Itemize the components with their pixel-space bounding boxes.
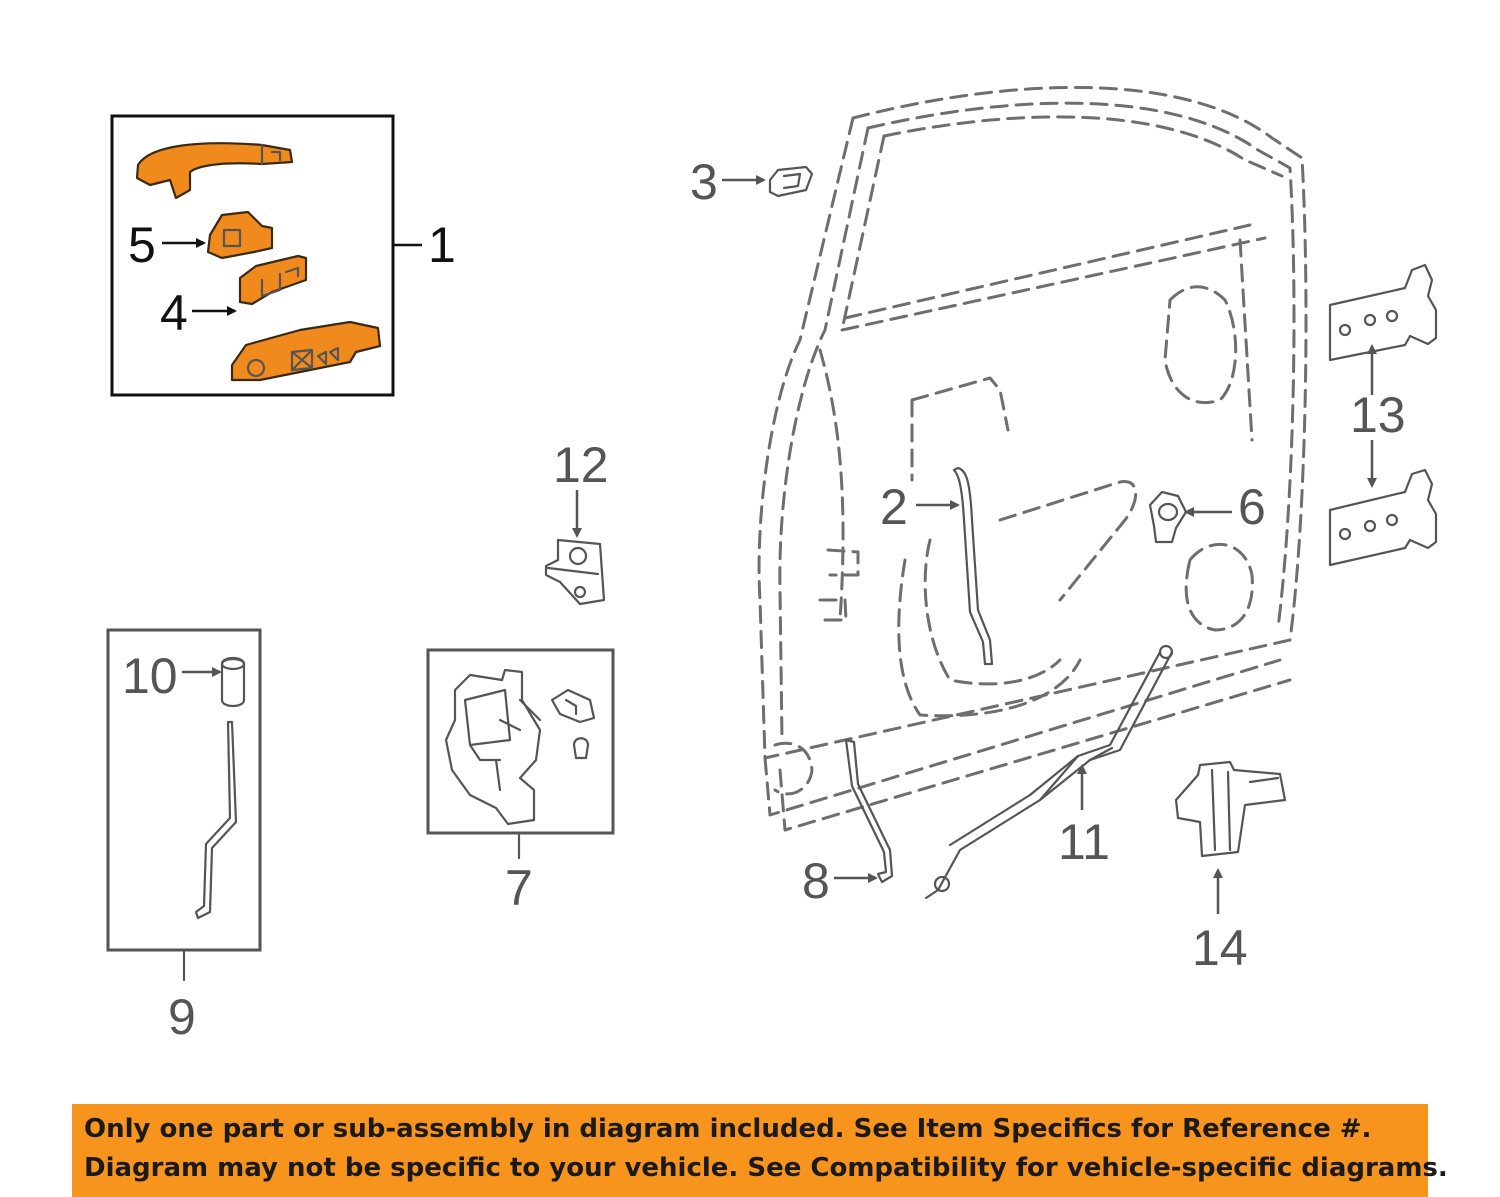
lock-rod-kit-group [106,628,262,982]
callout-3: 3 [690,154,718,210]
latch-grommet-part [572,737,590,760]
callout-14: 14 [1192,920,1248,976]
callout-7: 7 [505,860,533,916]
callout-8: 8 [802,853,830,909]
door-latch-group [426,648,615,860]
callout-9: 9 [168,989,196,1045]
latch-clip-part [550,688,596,724]
handle-assembly-group [110,114,422,397]
outer-handle-part [135,142,294,200]
door-latch-box [426,648,615,835]
callout-5: 5 [128,217,156,273]
door-latch-part [444,668,542,826]
disclaimer-line-1: Only one part or sub-assembly in diagram… [84,1114,1372,1144]
callout-6: 6 [1238,479,1266,535]
door-switch-part [1148,490,1188,544]
disclaimer-line-2: Diagram may not be specific to your vehi… [84,1153,1448,1183]
release-cable-part [924,644,1174,900]
callout-4: 4 [160,285,188,341]
lower-hinge-part [1328,468,1438,567]
door-hinges-group [1328,263,1438,567]
rear-door-outline [757,86,1308,832]
parts-diagram: 1 2 3 4 5 6 7 8 9 10 11 12 13 14 [106,86,1438,1045]
callout-11: 11 [1058,814,1110,870]
disclaimer-banner: Only one part or sub-assembly in diagram… [72,1104,1448,1197]
callout-1: 1 [428,217,456,273]
callout-12: 12 [553,437,609,493]
handle-pad-part [238,254,308,306]
door-check-part [1174,760,1287,858]
callout-13: 13 [1350,387,1406,443]
outside-handle-rod-part [844,738,894,884]
lock-rod-part [952,466,994,666]
callout-2: 2 [880,479,908,535]
callout-10: 10 [122,648,178,704]
upper-hinge-part [1328,263,1438,362]
door-bumper-part [768,165,814,198]
rod-clip-part [220,656,246,708]
lock-rod-2-part [194,720,238,920]
handle-assembly-box [110,114,395,397]
